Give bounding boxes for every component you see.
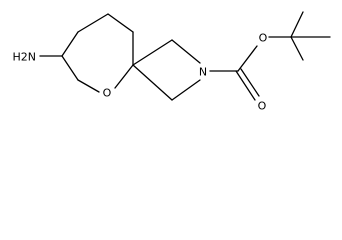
ester-oxygen-label: O: [259, 32, 268, 45]
carbonyl-oxygen-label: O: [258, 100, 267, 113]
bond-c8-c9: [77, 13, 109, 33]
azetidine-ring: [132, 39, 201, 101]
bond-c7-c8: [61, 31, 79, 57]
bond-c6-c7: [61, 55, 79, 81]
bond-spiro-o: [114, 64, 134, 89]
amine-label: H2N: [13, 51, 37, 64]
bond-tbutyl-methyl-down: [290, 36, 304, 61]
ring-oxygen-label: O: [103, 87, 112, 100]
bond-o-c6: [77, 79, 100, 93]
bond-carbonyl-double-b: [240, 68, 260, 97]
bond-c9-spiro: [107, 13, 134, 33]
bond-carbonyl-double-a: [235, 70, 256, 101]
bond-tbutyl-methyl-up: [290, 11, 304, 38]
bond-spiro-c1: [132, 39, 173, 66]
bond-c1-n: [171, 39, 201, 64]
bond-c3-spiro: [132, 64, 173, 101]
ring-nitrogen-label: N: [199, 66, 207, 79]
oxane-ring: [61, 13, 134, 93]
bond-n-c3: [171, 79, 201, 101]
bond-carbonyl-ester-oxygen: [237, 45, 258, 72]
boc-group: [209, 11, 331, 101]
chemical-structure-diagram: H2N O N O O: [13, 11, 331, 113]
